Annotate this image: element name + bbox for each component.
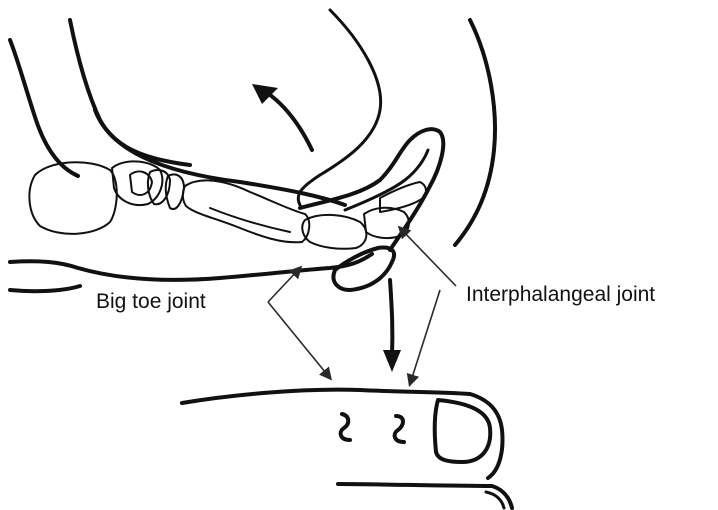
sole-outline [10, 254, 372, 280]
toe-upper-outline [300, 129, 443, 250]
nail-tip-curve [486, 492, 504, 508]
big-toe-joint-label: Big toe joint [96, 291, 206, 312]
metatarsal-shaft-line [210, 208, 290, 232]
toenail-top-view [435, 400, 491, 462]
joint-crease-2 [395, 416, 404, 442]
proximal-phalanx-bone [302, 215, 366, 249]
leg-outline-back [70, 20, 190, 165]
toe-underside-outline [333, 248, 394, 290]
leg-outline-front [10, 40, 78, 176]
interphalangeal-joint-label: Interphalangeal joint [466, 284, 655, 305]
heel-outline [10, 286, 80, 291]
interphalangeal-pointer-bottom [410, 290, 440, 384]
bigtoe-pointer-bottom [268, 302, 330, 378]
shin-front-outline [455, 20, 495, 245]
toe-inner-outline [345, 150, 428, 210]
toe-top-view [182, 390, 512, 508]
interphalangeal-pointer-top [400, 228, 456, 286]
down-arrow [383, 280, 401, 372]
toe-lift-arrow [266, 92, 312, 150]
label-pointers [268, 228, 456, 384]
toe-bottom-outline [338, 484, 512, 508]
toe-lift-arrowhead [252, 84, 278, 104]
ankle-inner-curve [298, 10, 380, 205]
foot-side-view [10, 10, 495, 291]
talus-bone [112, 161, 162, 205]
joint-crease-1 [341, 414, 350, 440]
